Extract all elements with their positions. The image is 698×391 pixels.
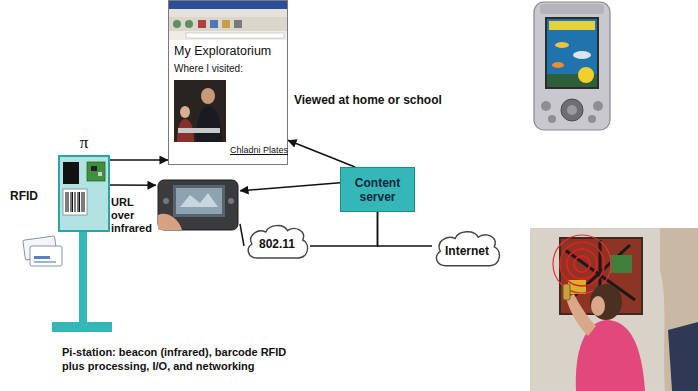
visitor-photo-part bbox=[530, 228, 698, 391]
caption-slot: Pi-station: beacon (infrared), barcode R… bbox=[62, 345, 302, 373]
browser-window-shape-part bbox=[198, 20, 206, 28]
pda-illustration-part bbox=[573, 51, 591, 59]
connector bbox=[110, 184, 156, 186]
pda-illustration bbox=[534, 2, 610, 130]
visitor-photo-part bbox=[610, 255, 632, 273]
browser-window-shape bbox=[168, 0, 288, 165]
connector bbox=[288, 140, 355, 167]
network-cloud-shape-part bbox=[248, 226, 307, 258]
pi-station-box-shape-part bbox=[98, 172, 102, 176]
pda-illustration-part bbox=[547, 19, 597, 87]
browser-window-shape-part bbox=[173, 20, 181, 28]
pi-station-box-shape-part bbox=[91, 166, 97, 171]
browser-window-shape-part bbox=[169, 9, 287, 17]
visitor-photo-part bbox=[574, 256, 590, 272]
handheld-device-shape-part bbox=[158, 180, 238, 230]
content-server-box: Content server bbox=[340, 167, 415, 212]
handheld-device-shape-part bbox=[180, 193, 218, 207]
visitor-photo-part bbox=[560, 242, 604, 286]
browser-window: My ExploratoriumWhere I visited: Chladni … bbox=[168, 0, 288, 165]
connector bbox=[310, 212, 378, 246]
rfid-cards bbox=[23, 236, 62, 266]
pda-illustration-part bbox=[534, 2, 610, 130]
exhibit-link: Chladni Plates bbox=[230, 145, 288, 156]
caption-text: Pi-station: beacon (infrared), barcode R… bbox=[62, 345, 302, 373]
browser-window-shape-part bbox=[169, 31, 287, 40]
handheld-device-shape bbox=[156, 177, 240, 232]
pda-illustration-part bbox=[540, 4, 604, 14]
visitor-photo bbox=[530, 228, 698, 391]
page-heading: My Exploratorium bbox=[174, 44, 288, 59]
pi-station-stand-part bbox=[79, 232, 87, 324]
pda-illustration-part bbox=[555, 42, 569, 48]
handheld-device-shape-part bbox=[176, 188, 222, 214]
pda-illustration-part bbox=[593, 101, 603, 111]
pi-station-box-shape-part bbox=[87, 162, 105, 181]
visitor-photo-part bbox=[553, 235, 611, 293]
node-label: Internet bbox=[445, 244, 489, 258]
pda-illustration-part bbox=[549, 21, 595, 30]
network-cloud: Internet bbox=[432, 228, 502, 270]
rfid-label: RFID bbox=[10, 189, 52, 203]
rfid-cards-part bbox=[34, 256, 50, 259]
connector bbox=[378, 212, 433, 246]
browser-window-shape-part bbox=[186, 33, 284, 38]
handheld-device-shape-part bbox=[173, 185, 225, 217]
pi-station-box-shape bbox=[60, 157, 108, 230]
browser-window-shape-part bbox=[169, 17, 287, 31]
pda-illustration-part bbox=[552, 62, 564, 68]
visitor-photo-part bbox=[566, 294, 596, 336]
pda-illustration-part bbox=[588, 115, 596, 123]
edge-label-slot: Viewed at home or school bbox=[294, 93, 464, 107]
rfid-cards-part bbox=[34, 261, 56, 263]
browser-window-shape-part bbox=[180, 106, 190, 118]
handheld-device-shape-part bbox=[158, 214, 182, 230]
page-subheading: Where I visited: bbox=[174, 63, 288, 75]
pi-station-stand-part bbox=[52, 322, 112, 332]
pi-station-box-shape-part bbox=[63, 189, 87, 215]
pda-illustration-part bbox=[578, 67, 594, 83]
pda-illustration-part bbox=[561, 99, 583, 121]
pda-illustration-part bbox=[548, 115, 556, 123]
browser-window-shape-part bbox=[234, 20, 242, 28]
browser-window-shape-part bbox=[169, 1, 287, 9]
connector bbox=[240, 224, 244, 246]
browser-window-shape-part bbox=[210, 20, 218, 28]
connector bbox=[110, 159, 168, 161]
pi-station-box: πRFID bbox=[58, 155, 110, 232]
handheld-device bbox=[156, 177, 240, 232]
node-label: Content server bbox=[344, 176, 411, 204]
pda-illustration-part bbox=[541, 101, 551, 111]
browser-window-shape-part bbox=[178, 128, 220, 133]
connector bbox=[240, 183, 340, 191]
browser-window-shape-part bbox=[196, 106, 222, 142]
edge-label: URL over infrared bbox=[111, 196, 155, 235]
handheld-device-shape-part bbox=[228, 198, 234, 204]
browser-window-shape-part bbox=[222, 20, 230, 28]
visitor-photo-part bbox=[660, 228, 698, 391]
visitor-photo-part bbox=[563, 284, 570, 300]
visitor-photo-part bbox=[567, 249, 597, 279]
browser-window-shape-part bbox=[201, 88, 215, 104]
network-cloud: 802.11 bbox=[244, 222, 310, 262]
rfid-cards-part bbox=[30, 246, 62, 266]
pi-station-box-shape-part bbox=[63, 162, 79, 184]
edge-label-slot: URL over infrared bbox=[111, 196, 155, 235]
visitor-photo-part bbox=[591, 296, 605, 316]
node-label: 802.11 bbox=[259, 237, 295, 251]
pi-symbol: π bbox=[60, 133, 108, 153]
pda-illustration-part bbox=[545, 17, 599, 89]
pi-station-box-shape-part bbox=[66, 192, 84, 212]
pda-illustration-part bbox=[567, 105, 577, 115]
edge-label: Viewed at home or school bbox=[294, 93, 464, 107]
browser-window-shape-part bbox=[174, 80, 226, 142]
visitor-photo-part bbox=[668, 322, 698, 391]
visitor-photo-part bbox=[590, 284, 622, 320]
handheld-device-shape-part bbox=[163, 198, 169, 204]
browser-window-shape-part bbox=[169, 1, 288, 165]
network-cloud-shape-part bbox=[437, 232, 500, 266]
browser-window-shape-part bbox=[185, 20, 193, 28]
